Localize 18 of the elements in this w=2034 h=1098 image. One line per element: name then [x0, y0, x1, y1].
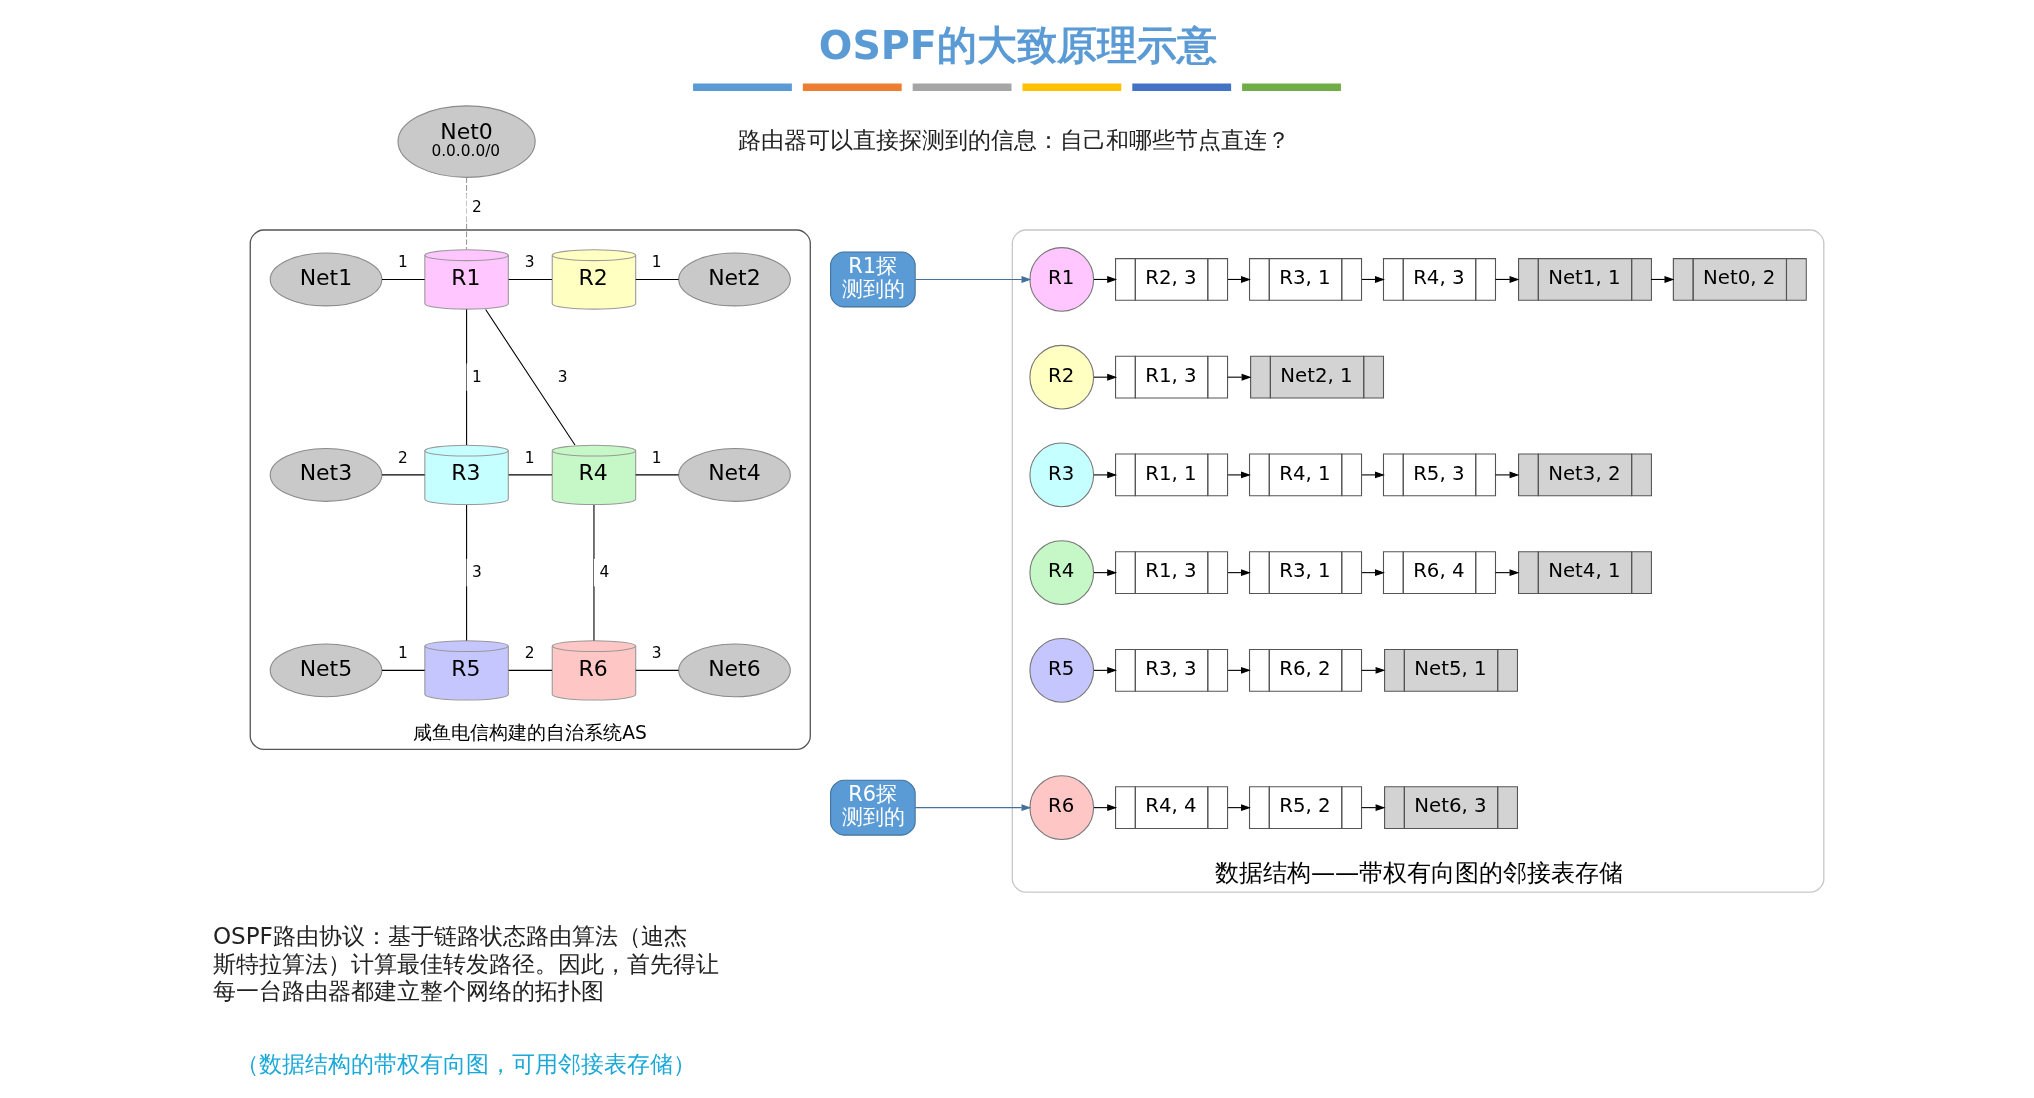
edge-label: 3: [557, 367, 568, 386]
edge-label: 2: [524, 643, 535, 662]
edge-label: 3: [651, 643, 662, 662]
edge-label: 4: [599, 563, 610, 582]
edge-label: 1: [651, 253, 662, 272]
edge-label: 3: [472, 563, 482, 582]
edge-label: 1: [397, 643, 408, 662]
diagram-title: OSPF的大致原理示意: [818, 22, 1217, 68]
label: 路由器可以直接探测到的信息：自己和哪些节点直连？: [737, 126, 1290, 153]
edge-label: 3: [524, 253, 535, 272]
edge-label: 1: [472, 367, 482, 386]
edge-label: 1: [397, 253, 408, 272]
edge-label: 2: [472, 198, 482, 217]
edge-label: 1: [524, 448, 535, 467]
edge-label: 2: [397, 448, 408, 467]
edge-label: 1: [651, 448, 662, 467]
label: OSPF路由协议：基于链路状态路由算法（迪杰斯特拉算法）计算最佳转发路径。因此，首先得让每一台路由器都建立整个网络的拓扑图: [212, 923, 719, 1005]
label: （数据结构的带权有向图，可用邻接表存储）: [235, 1051, 696, 1078]
